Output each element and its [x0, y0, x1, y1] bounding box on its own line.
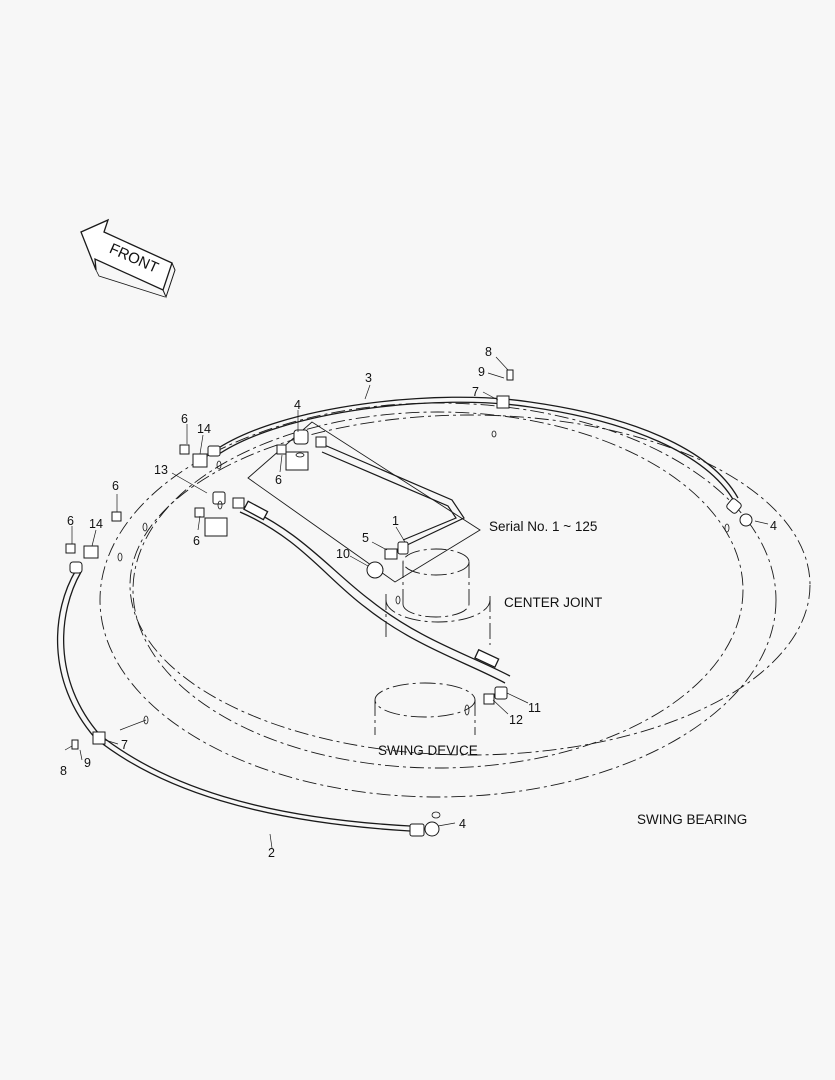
callout: 7	[121, 738, 128, 752]
callout: 6	[112, 479, 119, 493]
center-joint-label: CENTER JOINT	[504, 595, 602, 610]
callout: 8	[60, 764, 67, 778]
callout: 2	[268, 846, 275, 860]
callout: 11	[528, 701, 541, 715]
callout: 8	[485, 345, 492, 359]
hose-11	[237, 500, 511, 684]
callout: 1	[392, 514, 399, 528]
callout: 5	[362, 531, 369, 545]
hose-2	[57, 569, 411, 832]
o-rings	[117, 430, 730, 819]
serial-number-label: Serial No. 1 ~ 125	[489, 519, 597, 534]
callout: 6	[275, 473, 282, 487]
callout: 14	[197, 422, 211, 436]
swing-device	[374, 682, 476, 735]
callout: 6	[193, 534, 200, 548]
pipe-1	[321, 443, 465, 547]
callout: 9	[478, 365, 485, 379]
callout: 7	[472, 385, 479, 399]
callout: 6	[181, 412, 188, 426]
swing-bearing-label: SWING BEARING	[637, 812, 747, 827]
callout: 6	[67, 514, 74, 528]
serial-frame	[247, 421, 481, 583]
callout: 13	[154, 463, 168, 477]
callout: 12	[509, 713, 523, 727]
callout: 4	[294, 398, 301, 412]
callout: 3	[365, 371, 372, 385]
swing-device-label: SWING DEVICE	[378, 743, 478, 758]
callout: 10	[336, 547, 350, 561]
front-arrow-icon	[80, 218, 176, 299]
callout: 14	[89, 517, 103, 531]
fittings	[65, 369, 753, 837]
callout: 9	[84, 756, 91, 770]
callouts: 8 9 7 3 4 6 14 13 6 6 6 6 14 1 5 10 4 11…	[60, 345, 777, 860]
center-joint	[385, 548, 491, 645]
callout: 4	[770, 519, 777, 533]
leader-lines	[64, 356, 769, 849]
callout: 4	[459, 817, 466, 831]
hose-3	[213, 396, 739, 502]
